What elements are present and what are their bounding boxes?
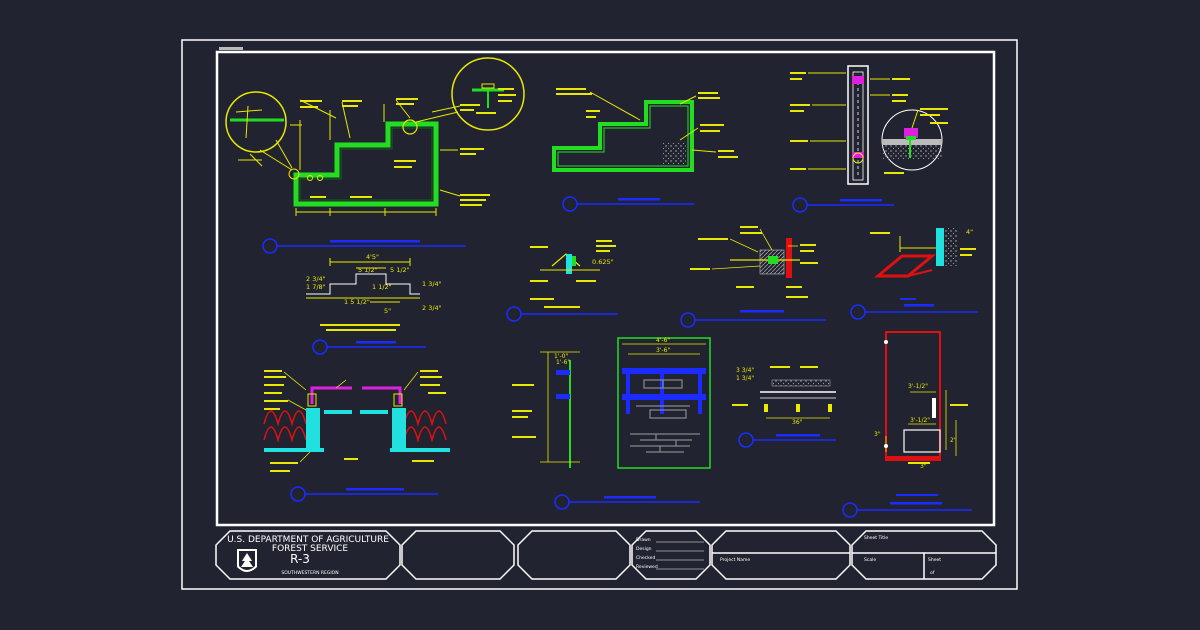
sheet-label: Sheet bbox=[928, 557, 941, 563]
outer-sheet-border bbox=[181, 39, 1018, 590]
dim-label: 3" bbox=[874, 431, 881, 438]
detail-marker bbox=[290, 486, 306, 502]
stepped-outline-green bbox=[293, 121, 439, 207]
dim-label: 1'-6" bbox=[556, 359, 570, 366]
corner-tag bbox=[219, 47, 243, 50]
dim-label: 3" bbox=[920, 463, 927, 470]
dim-label: 1 5 1/2" bbox=[344, 298, 370, 306]
detail-marker bbox=[842, 502, 858, 518]
dim-label: 3'-1/2" bbox=[908, 383, 928, 390]
agency-panel bbox=[215, 530, 401, 580]
dim-label: 2 3/4" bbox=[422, 304, 442, 312]
detail-stair-dimensions: 4'5" 5 1/2" 5 1/2" 2 3/4" 1 7/8" 1 1/2" … bbox=[306, 253, 442, 355]
signoff-panel bbox=[631, 530, 711, 580]
dim-label: 2 3/4" bbox=[306, 275, 326, 283]
dim-label: 36" bbox=[792, 419, 803, 426]
detail-door-frame: 3'-1/2" 3'-1/2" 3" 2" 3" bbox=[842, 331, 972, 518]
detail-marker bbox=[262, 238, 278, 254]
project-name-label: Project Name bbox=[720, 557, 750, 563]
usfs-shield-icon bbox=[237, 549, 257, 572]
dim-label: 5 1/2" bbox=[358, 266, 378, 274]
detail-bench-bracket: 4" bbox=[850, 228, 978, 320]
signoff-label: Drawn bbox=[636, 537, 651, 543]
dim-label: 1 1/2" bbox=[372, 283, 392, 291]
title-block bbox=[215, 530, 997, 580]
dim-label: 2" bbox=[950, 437, 957, 444]
signoff-label: Reviewed bbox=[636, 564, 658, 570]
sheet-panel bbox=[851, 530, 997, 580]
detail-marker bbox=[506, 306, 522, 322]
signoff-fields: Drawn Design Checked Reviewed bbox=[636, 537, 704, 570]
detail-marker bbox=[312, 339, 328, 355]
dim-label: 4" bbox=[966, 228, 973, 236]
detail-marker bbox=[562, 196, 578, 212]
dim-label: 1'-0" bbox=[554, 353, 568, 360]
blank-panel-2 bbox=[517, 530, 631, 580]
signoff-label: Design bbox=[636, 546, 652, 552]
detail-post-bracket bbox=[680, 226, 826, 328]
agency-line-1: U.S. DEPARTMENT OF AGRICULTURE bbox=[227, 535, 389, 545]
detail-wall-elevation: 1'-0" 1'-6" 4'-6" 3'-6" bbox=[512, 337, 711, 510]
detail-marker bbox=[680, 312, 696, 328]
callout-circle-left bbox=[225, 91, 287, 153]
detail-marker bbox=[850, 304, 866, 320]
dim-label: 1 3/4" bbox=[736, 375, 754, 382]
blank-panel-1 bbox=[401, 530, 515, 580]
sheet-title-label: Sheet Title bbox=[864, 535, 888, 541]
drawing-area-border bbox=[215, 50, 996, 527]
callout-circle-right bbox=[451, 57, 525, 131]
dim-label: 0.625" bbox=[592, 258, 614, 266]
detail-rail-section bbox=[790, 65, 948, 213]
region-name: SOUTHWESTERN REGION bbox=[281, 570, 338, 576]
detail-marker bbox=[738, 432, 754, 448]
dim-label: 1 7/8" bbox=[306, 283, 326, 291]
scale-label: Scale bbox=[864, 557, 876, 563]
dim-label: 1 3/4" bbox=[422, 280, 442, 288]
detail-marker bbox=[554, 494, 570, 510]
dim-label: 3'-6" bbox=[656, 347, 670, 354]
dim-label: 5" bbox=[384, 307, 391, 315]
dim-label: 3'-1/2" bbox=[910, 417, 930, 424]
dim-label: 4'5" bbox=[366, 253, 379, 261]
agency-line-2: FOREST SERVICE bbox=[272, 544, 349, 554]
project-panel bbox=[711, 530, 851, 580]
detail-step-section bbox=[552, 88, 738, 212]
detail-marker bbox=[792, 197, 808, 213]
sheet-number: of bbox=[930, 570, 935, 576]
region-label: R-3 bbox=[290, 552, 310, 566]
detail-slab: 36" 3 3/4" 1 3/4" bbox=[732, 366, 836, 448]
detail-angle-bracket: 0.625" bbox=[506, 240, 618, 322]
detail-wall-insulation bbox=[263, 370, 450, 502]
dim-label: 5 1/2" bbox=[390, 266, 410, 274]
dim-label: 3 3/4" bbox=[736, 367, 754, 374]
detail-stepped-plan bbox=[225, 57, 525, 254]
dim-label: 4'-6" bbox=[656, 337, 670, 344]
signoff-label: Checked bbox=[636, 555, 655, 561]
